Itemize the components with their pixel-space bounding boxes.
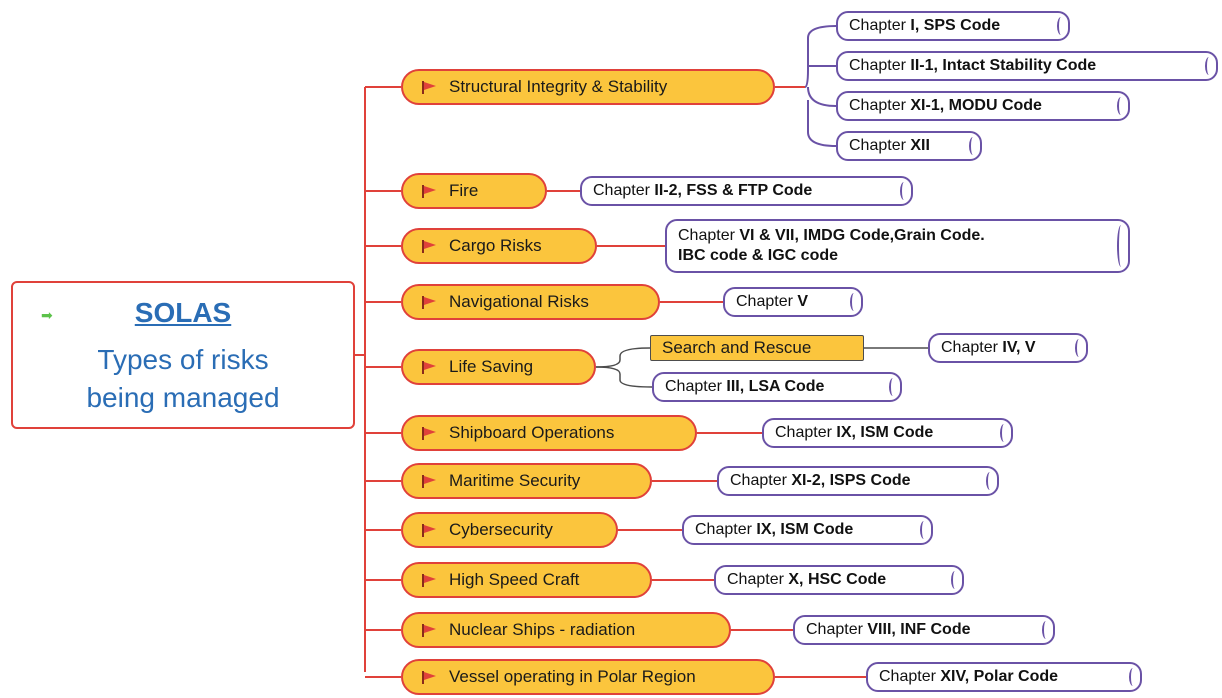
topic-nuclear-ships[interactable]: Nuclear Ships - radiation — [401, 612, 731, 648]
red-flag-icon — [422, 624, 436, 637]
chapter-node[interactable]: Chapter XI-2, ISPS Code — [717, 466, 999, 496]
topic-fire[interactable]: Fire — [401, 173, 547, 209]
red-flag-icon — [422, 524, 436, 537]
red-flag-icon — [422, 475, 436, 488]
red-flag-icon — [422, 671, 436, 684]
chapter-node[interactable]: Chapter I, SPS Code — [836, 11, 1070, 41]
topic-cybersecurity[interactable]: Cybersecurity — [401, 512, 618, 548]
topic-navigational-risks[interactable]: Navigational Risks — [401, 284, 660, 320]
chapter-node[interactable]: Chapter V — [723, 287, 863, 317]
root-title: SOLAS — [134, 297, 232, 328]
red-flag-icon — [422, 296, 436, 309]
chapter-node[interactable]: Chapter IV, V — [928, 333, 1088, 363]
chapter-node[interactable]: Chapter XII — [836, 131, 982, 161]
topic-structural-integrity[interactable]: Structural Integrity & Stability — [401, 69, 775, 105]
red-flag-icon — [422, 240, 436, 253]
subtopic-search-and-rescue[interactable]: Search and Rescue — [650, 335, 864, 361]
chapter-node[interactable]: Chapter II-2, FSS & FTP Code — [580, 176, 913, 206]
chapter-node[interactable]: Chapter XIV, Polar Code — [866, 662, 1142, 692]
chapter-node[interactable]: Chapter XI-1, MODU Code — [836, 91, 1130, 121]
chapter-node[interactable]: Chapter VIII, INF Code — [793, 615, 1055, 645]
chapter-node[interactable]: Chapter III, LSA Code — [652, 372, 902, 402]
topic-cargo-risks[interactable]: Cargo Risks — [401, 228, 597, 264]
chapter-node[interactable]: Chapter IX, ISM Code — [762, 418, 1013, 448]
topic-maritime-security[interactable]: Maritime Security — [401, 463, 652, 499]
red-flag-icon — [422, 427, 436, 440]
topic-high-speed-craft[interactable]: High Speed Craft — [401, 562, 652, 598]
red-flag-icon — [422, 81, 436, 94]
red-flag-icon — [422, 361, 436, 374]
root-node-solas[interactable]: ➡ SOLAS Types of risks being managed — [11, 281, 355, 429]
chapter-node[interactable]: Chapter IX, ISM Code — [682, 515, 933, 545]
topic-shipboard-operations[interactable]: Shipboard Operations — [401, 415, 697, 451]
topic-life-saving[interactable]: Life Saving — [401, 349, 596, 385]
red-flag-icon — [422, 574, 436, 587]
green-arrow-icon: ➡ — [41, 307, 53, 323]
chapter-node[interactable]: Chapter II-1, Intact Stability Code — [836, 51, 1218, 81]
root-subtitle: Types of risks being managed — [86, 344, 280, 413]
topic-polar-region[interactable]: Vessel operating in Polar Region — [401, 659, 775, 695]
red-flag-icon — [422, 185, 436, 198]
chapter-node[interactable]: Chapter VI & VII, IMDG Code,Grain Code. … — [665, 219, 1130, 273]
chapter-node[interactable]: Chapter X, HSC Code — [714, 565, 964, 595]
